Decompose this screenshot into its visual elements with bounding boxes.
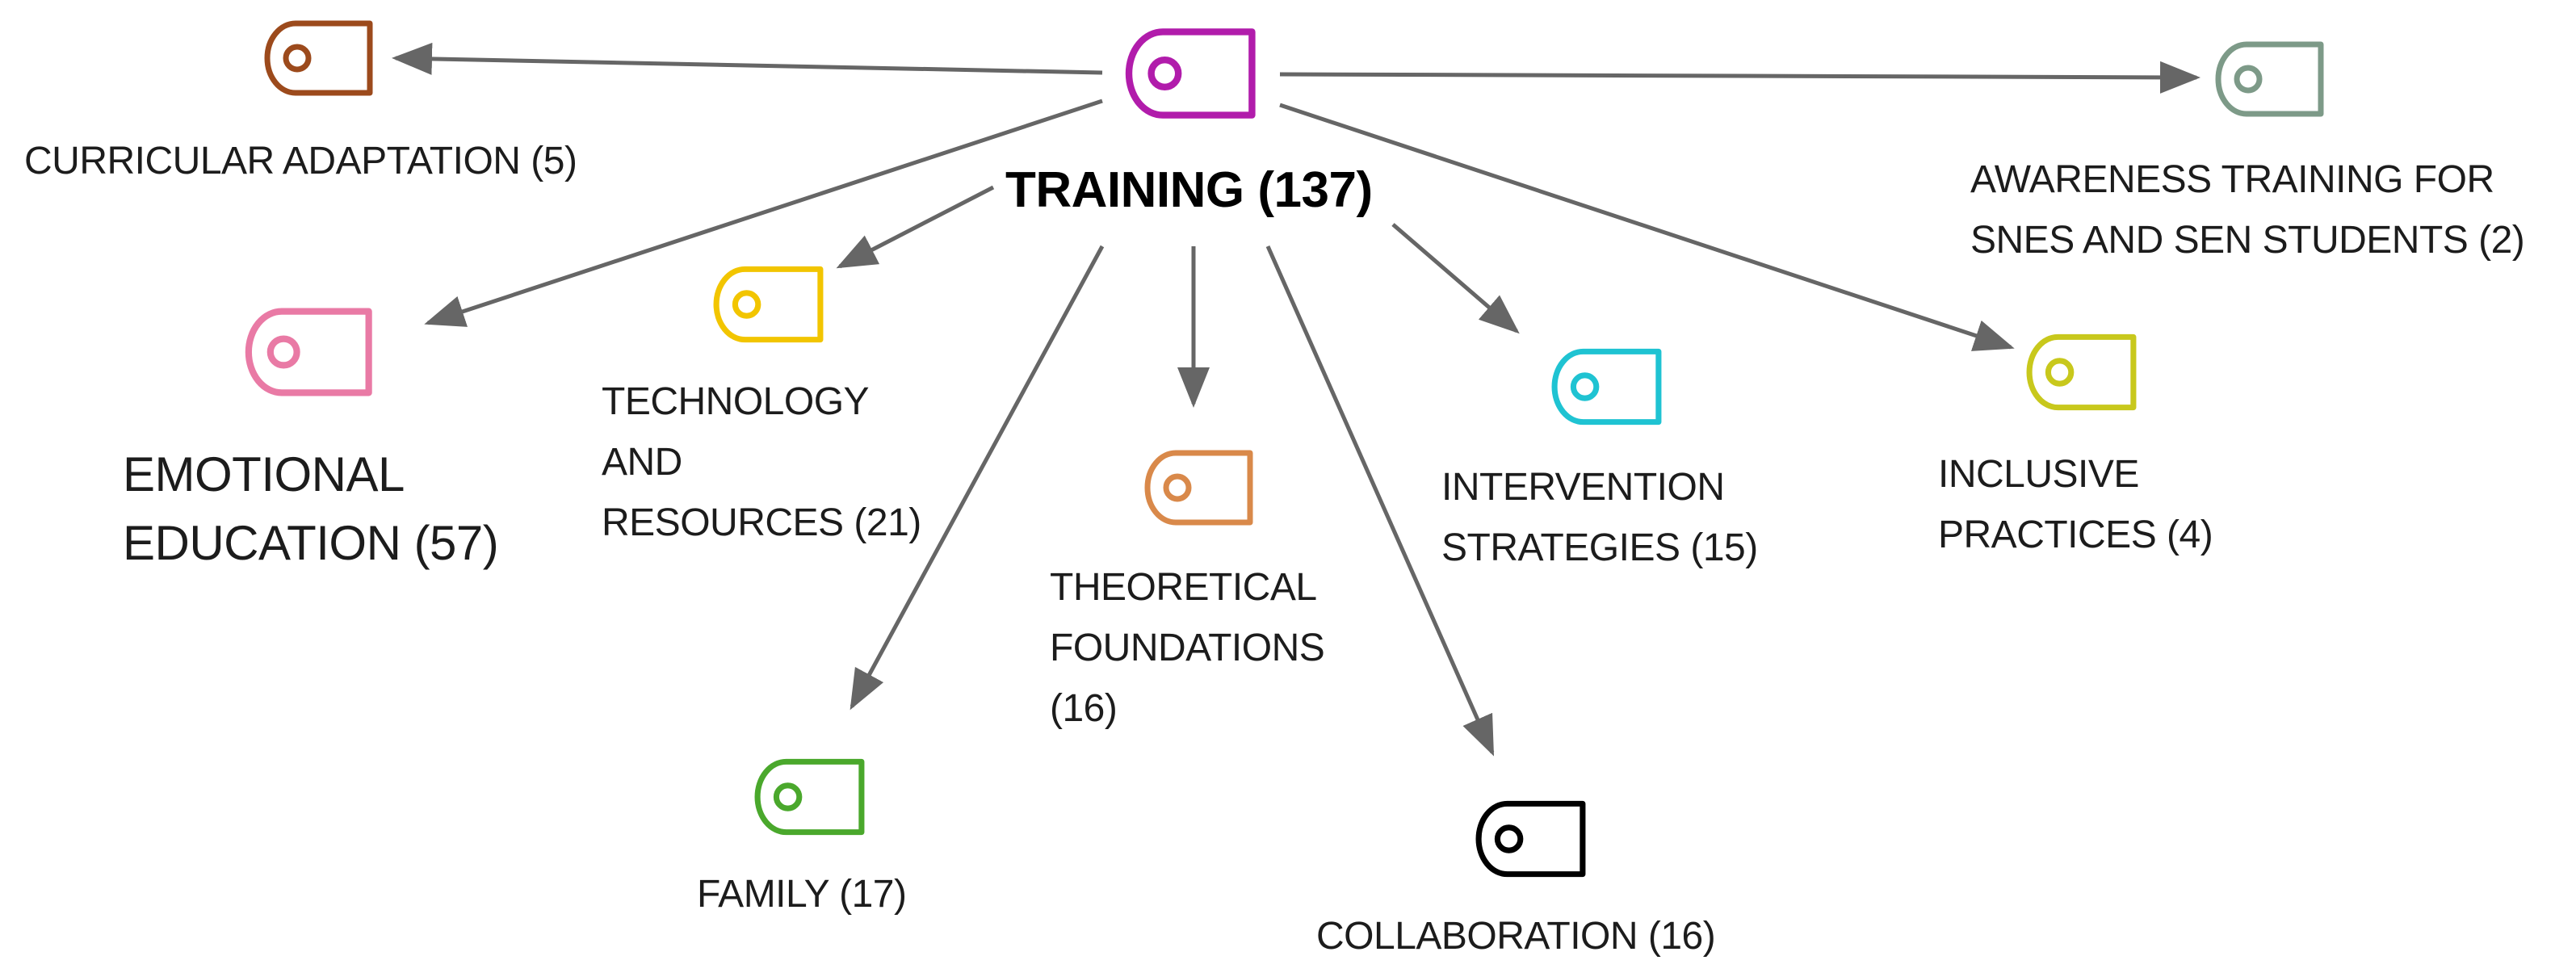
emotional-education-code-icon[interactable] (244, 305, 376, 399)
label-line: EDUCATION (57) (123, 516, 499, 570)
edge-arrow (850, 245, 1105, 711)
collaboration-label: COLLABORATION (16) (1316, 906, 1716, 967)
training-label: TRAINING (137) (1005, 162, 1373, 218)
label-line: PRACTICES (4) (1938, 514, 2213, 556)
label-line: AWARENESS TRAINING FOR (1970, 158, 2494, 201)
label-line: CURRICULAR ADAPTATION (5) (24, 140, 577, 182)
label-line: FOUNDATIONS (1050, 627, 1325, 669)
training-code-icon[interactable] (1124, 26, 1260, 121)
theoretical-foundations-label: THEORETICAL FOUNDATIONS (16) (1050, 557, 1325, 739)
label-line: FAMILY (17) (697, 873, 907, 916)
label-line: AND (602, 441, 682, 484)
intervention-strategies-label: INTERVENTION STRATEGIES (15) (1441, 457, 1758, 578)
label-line: STRATEGIES (15) (1441, 526, 1758, 569)
emotional-education-label: EMOTIONAL EDUCATION (57) (123, 440, 499, 577)
edge-arrow (1391, 223, 1520, 334)
label-line: RESOURCES (21) (602, 501, 921, 544)
curricular-adaptation-code-icon[interactable] (263, 19, 376, 97)
edge-arrow (836, 185, 995, 269)
label-line: INTERVENTION (1441, 466, 1725, 509)
edge-arrow (392, 42, 1103, 75)
curricular-adaptation-label: CURRICULAR ADAPTATION (5) (24, 131, 577, 191)
inclusive-practices-label: INCLUSIVE PRACTICES (4) (1938, 444, 2213, 565)
awareness-training-code-icon[interactable] (2214, 40, 2327, 118)
label-line: TECHNOLOGY (602, 380, 870, 423)
label-line: COLLABORATION (16) (1316, 915, 1716, 958)
edge-arrow (1265, 245, 1495, 757)
inclusive-practices-code-icon[interactable] (2025, 333, 2140, 412)
edge-arrow (1279, 103, 2015, 351)
theoretical-foundations-code-icon[interactable] (1143, 448, 1257, 527)
technology-resources-code-icon[interactable] (712, 265, 827, 344)
label-line: (16) (1050, 687, 1118, 730)
intervention-strategies-code-icon[interactable] (1550, 347, 1665, 426)
collaboration-code-icon[interactable] (1475, 799, 1589, 878)
edge-arrow (424, 99, 1103, 327)
edge-arrow (1279, 61, 2201, 94)
label-line: THEORETICAL (1050, 566, 1317, 609)
label-line: SNES AND SEN STUDENTS (2) (1970, 219, 2525, 262)
family-label: FAMILY (17) (697, 864, 907, 925)
family-code-icon[interactable] (753, 757, 868, 837)
label-line: INCLUSIVE (1938, 453, 2139, 496)
awareness-training-label: AWARENESS TRAINING FOR SNES AND SEN STUDE… (1970, 149, 2525, 270)
technology-resources-label: TECHNOLOGY AND RESOURCES (21) (602, 371, 921, 553)
label-line: EMOTIONAL (123, 447, 405, 501)
